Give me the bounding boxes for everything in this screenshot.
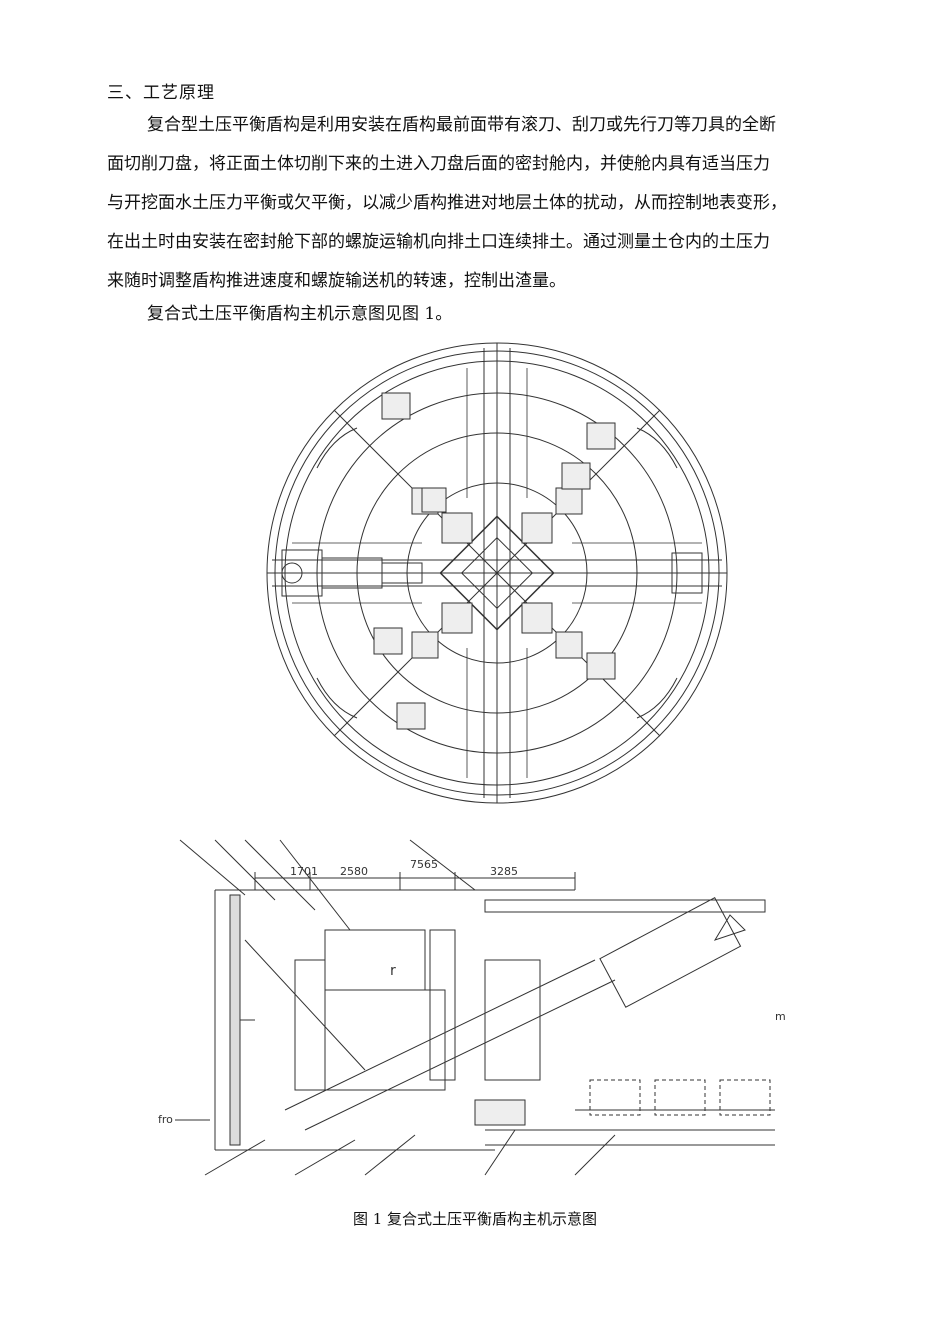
label-m: m [775, 1010, 786, 1023]
dim-7565: 7565 [410, 858, 438, 871]
paragraph-line: 复合型土压平衡盾构是利用安装在盾构最前面带有滚刀、刮刀或先行刀等刀具的全断 [147, 115, 776, 135]
cutterhead-front-view-drawing [266, 342, 728, 804]
shield-machine-side-view-drawing: 1701 2580 7565 3285 fro r m [158, 839, 786, 1176]
dim-1701: 1701 [290, 865, 318, 878]
paragraph-line: 面切削刀盘，将正面土体切削下来的土进入刀盘后面的密封舱内，并使舱内具有适当压力 [107, 154, 770, 174]
label-r: r [390, 963, 396, 979]
paragraph-line: 来随时调整盾构推进速度和螺旋输送机的转速，控制出渣量。 [107, 271, 566, 291]
paragraph-principle: 复合型土压平衡盾构是利用安装在盾构最前面带有滚刀、刮刀或先行刀等刀具的全断 面切… [107, 106, 867, 301]
paragraph-line: 与开挖面水土压力平衡或欠平衡，以减少盾构推进对地层土体的扰动，从而控制地表变形， [107, 193, 787, 213]
dim-3285: 3285 [490, 865, 518, 878]
section-heading: 三、工艺原理 [107, 83, 215, 103]
paragraph-figure-ref: 复合式土压平衡盾构主机示意图见图 1。 [107, 295, 867, 334]
dim-2580: 2580 [340, 865, 368, 878]
label-fro: fro [158, 1113, 173, 1126]
paragraph-line: 复合式土压平衡盾构主机示意图见图 1。 [147, 304, 453, 324]
figure-caption: 图 1 复合式土压平衡盾构主机示意图 [352, 1210, 598, 1228]
paragraph-line: 在出土时由安装在密封舱下部的螺旋运输机向排土口连续排土。通过测量土仓内的土压力 [107, 232, 770, 252]
